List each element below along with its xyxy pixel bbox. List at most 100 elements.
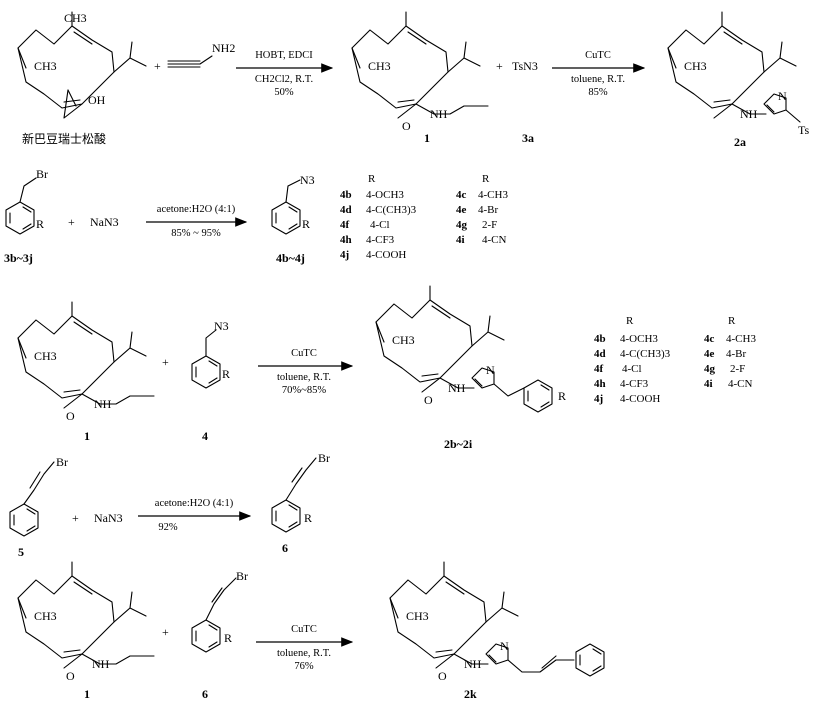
t3-id-1: 4c [704,333,715,345]
t2-r-6: 4-CF3 [366,234,395,246]
t2-id-4: 4f [340,219,350,231]
t3-id-5: 4g [704,363,716,375]
cinnamyl-bromide: Br [9,455,68,537]
p1-o: O [402,119,411,133]
label-6-r4: 6 [282,541,288,555]
bb-br: Br [36,167,48,181]
t3-head-1: R [626,315,634,327]
ba-n3: N3 [300,173,315,187]
p2b-nh: NH [448,381,466,395]
cond-r5-top: CuTC [291,624,317,635]
t3-r-6: 4-CF3 [620,378,649,390]
t3-id-0: 4b [594,333,606,345]
t2-r-3: 4-Br [478,204,499,216]
r6-r: R [224,631,232,645]
label-6-r5: 6 [202,687,208,701]
nan3-r2: NaN3 [90,215,119,229]
cond1-yield: 50% [274,87,294,98]
t3-id-2: 4d [594,348,606,360]
t2-r-7: 4-CN [482,234,507,246]
arrow-r2: acetone:H2O (4:1) 85% ~ 95% [146,204,248,239]
t3-r-1: 4-CH3 [726,333,756,345]
arrow-1: HOBT, EDCI CH2Cl2, R.T. 50% [236,50,334,98]
label-1-r3: 1 [84,429,90,443]
p2a-n: N [778,89,787,103]
plus-2: + [496,59,503,73]
t3-r-8: 4-COOH [620,393,660,405]
product-1: CH3 NH O [351,11,489,133]
tsn3: TsN3 [512,59,538,73]
r5-nh: NH [92,657,110,671]
cond-r4-yield: 92% [158,522,178,533]
p2k-ch3: CH3 [406,609,429,623]
plus-r5: + [162,625,169,639]
p1-nh: NH [430,107,448,121]
t2-id-8: 4j [340,249,349,261]
benzyl-bromide: Br R [5,167,48,235]
cond-r3-top: CuTC [291,348,317,359]
t3-r-4: 4-Cl [622,363,642,375]
row3-amide-1: CH3 NH O [17,301,155,423]
cond-r5-yield: 76% [294,661,314,672]
row5-amide-1: CH3 NH O [17,561,155,683]
t2-r-1: 4-CH3 [478,189,508,201]
cb-br: Br [56,455,68,469]
cond2-yield: 85% [588,87,608,98]
nan3-r4: NaN3 [94,511,123,525]
c6-r: R [304,511,312,525]
cond-r4-top: acetone:H2O (4:1) [155,498,234,509]
t2-head-2: R [482,173,490,185]
r3-o: O [66,409,75,423]
propargylamine: NH2 [167,41,235,68]
plus-r4: + [72,511,79,525]
cinnamyl-product-6: Br R [271,451,330,533]
t3-id-7: 4i [704,378,713,390]
r6-br: Br [236,569,248,583]
az4-r: R [222,367,230,381]
amine-nh2: NH2 [212,41,235,55]
label-1: 1 [424,131,430,145]
start-ch3-inner: CH3 [34,59,57,73]
t3-id-6: 4h [594,378,606,390]
cond-r2-top: acetone:H2O (4:1) [157,204,236,215]
bb-r: R [36,217,44,231]
cond-r5-mid: toluene, R.T. [277,648,331,659]
t2-id-2: 4d [340,204,352,216]
p2a-nh: NH [740,107,758,121]
az4-n3: N3 [214,319,229,333]
p2b-r: R [558,389,566,403]
t2-id-3: 4e [456,204,467,216]
r5-o: O [66,669,75,683]
azide-4: N3 R [191,319,230,389]
p2k-n: N [500,639,509,653]
t2-id-0: 4b [340,189,352,201]
cond-r3-yield: 70%~85% [282,385,326,396]
t2-r-4: 4-Cl [370,219,390,231]
label-2a: 2a [734,135,746,149]
product-2b2i: CH3 NH N O R [375,285,566,413]
p2b-o: O [424,393,433,407]
label-3b3j: 3b~3j [4,251,33,265]
plus-1: + [154,59,161,73]
t3-head-2: R [728,315,736,327]
label-3a: 3a [522,131,534,145]
t2-id-6: 4h [340,234,352,246]
plus-r2: + [68,215,75,229]
cond1-mid: CH2Cl2, R.T. [255,74,313,85]
cond1-top: HOBT, EDCI [255,50,313,61]
t3-id-8: 4j [594,393,603,405]
t2-r-5: 2-F [482,219,497,231]
row1-starting-acid: CH3 CH3 OH [17,11,147,119]
cond-r3-mid: toluene, R.T. [277,372,331,383]
product-2a: CH3 NH N Ts [667,11,809,137]
t3-r-0: 4-OCH3 [620,333,658,345]
t2-id-1: 4c [456,189,467,201]
t2-r-8: 4-COOH [366,249,406,261]
t3-r-7: 4-CN [728,378,753,390]
benzyl-azide: N3 R [271,173,315,235]
t3-r-3: 4-Br [726,348,747,360]
p2k-nh: NH [464,657,482,671]
r5-ch3: CH3 [34,609,57,623]
c6-br: Br [318,451,330,465]
arrow-2: CuTC toluene, R.T. 85% [552,50,646,98]
